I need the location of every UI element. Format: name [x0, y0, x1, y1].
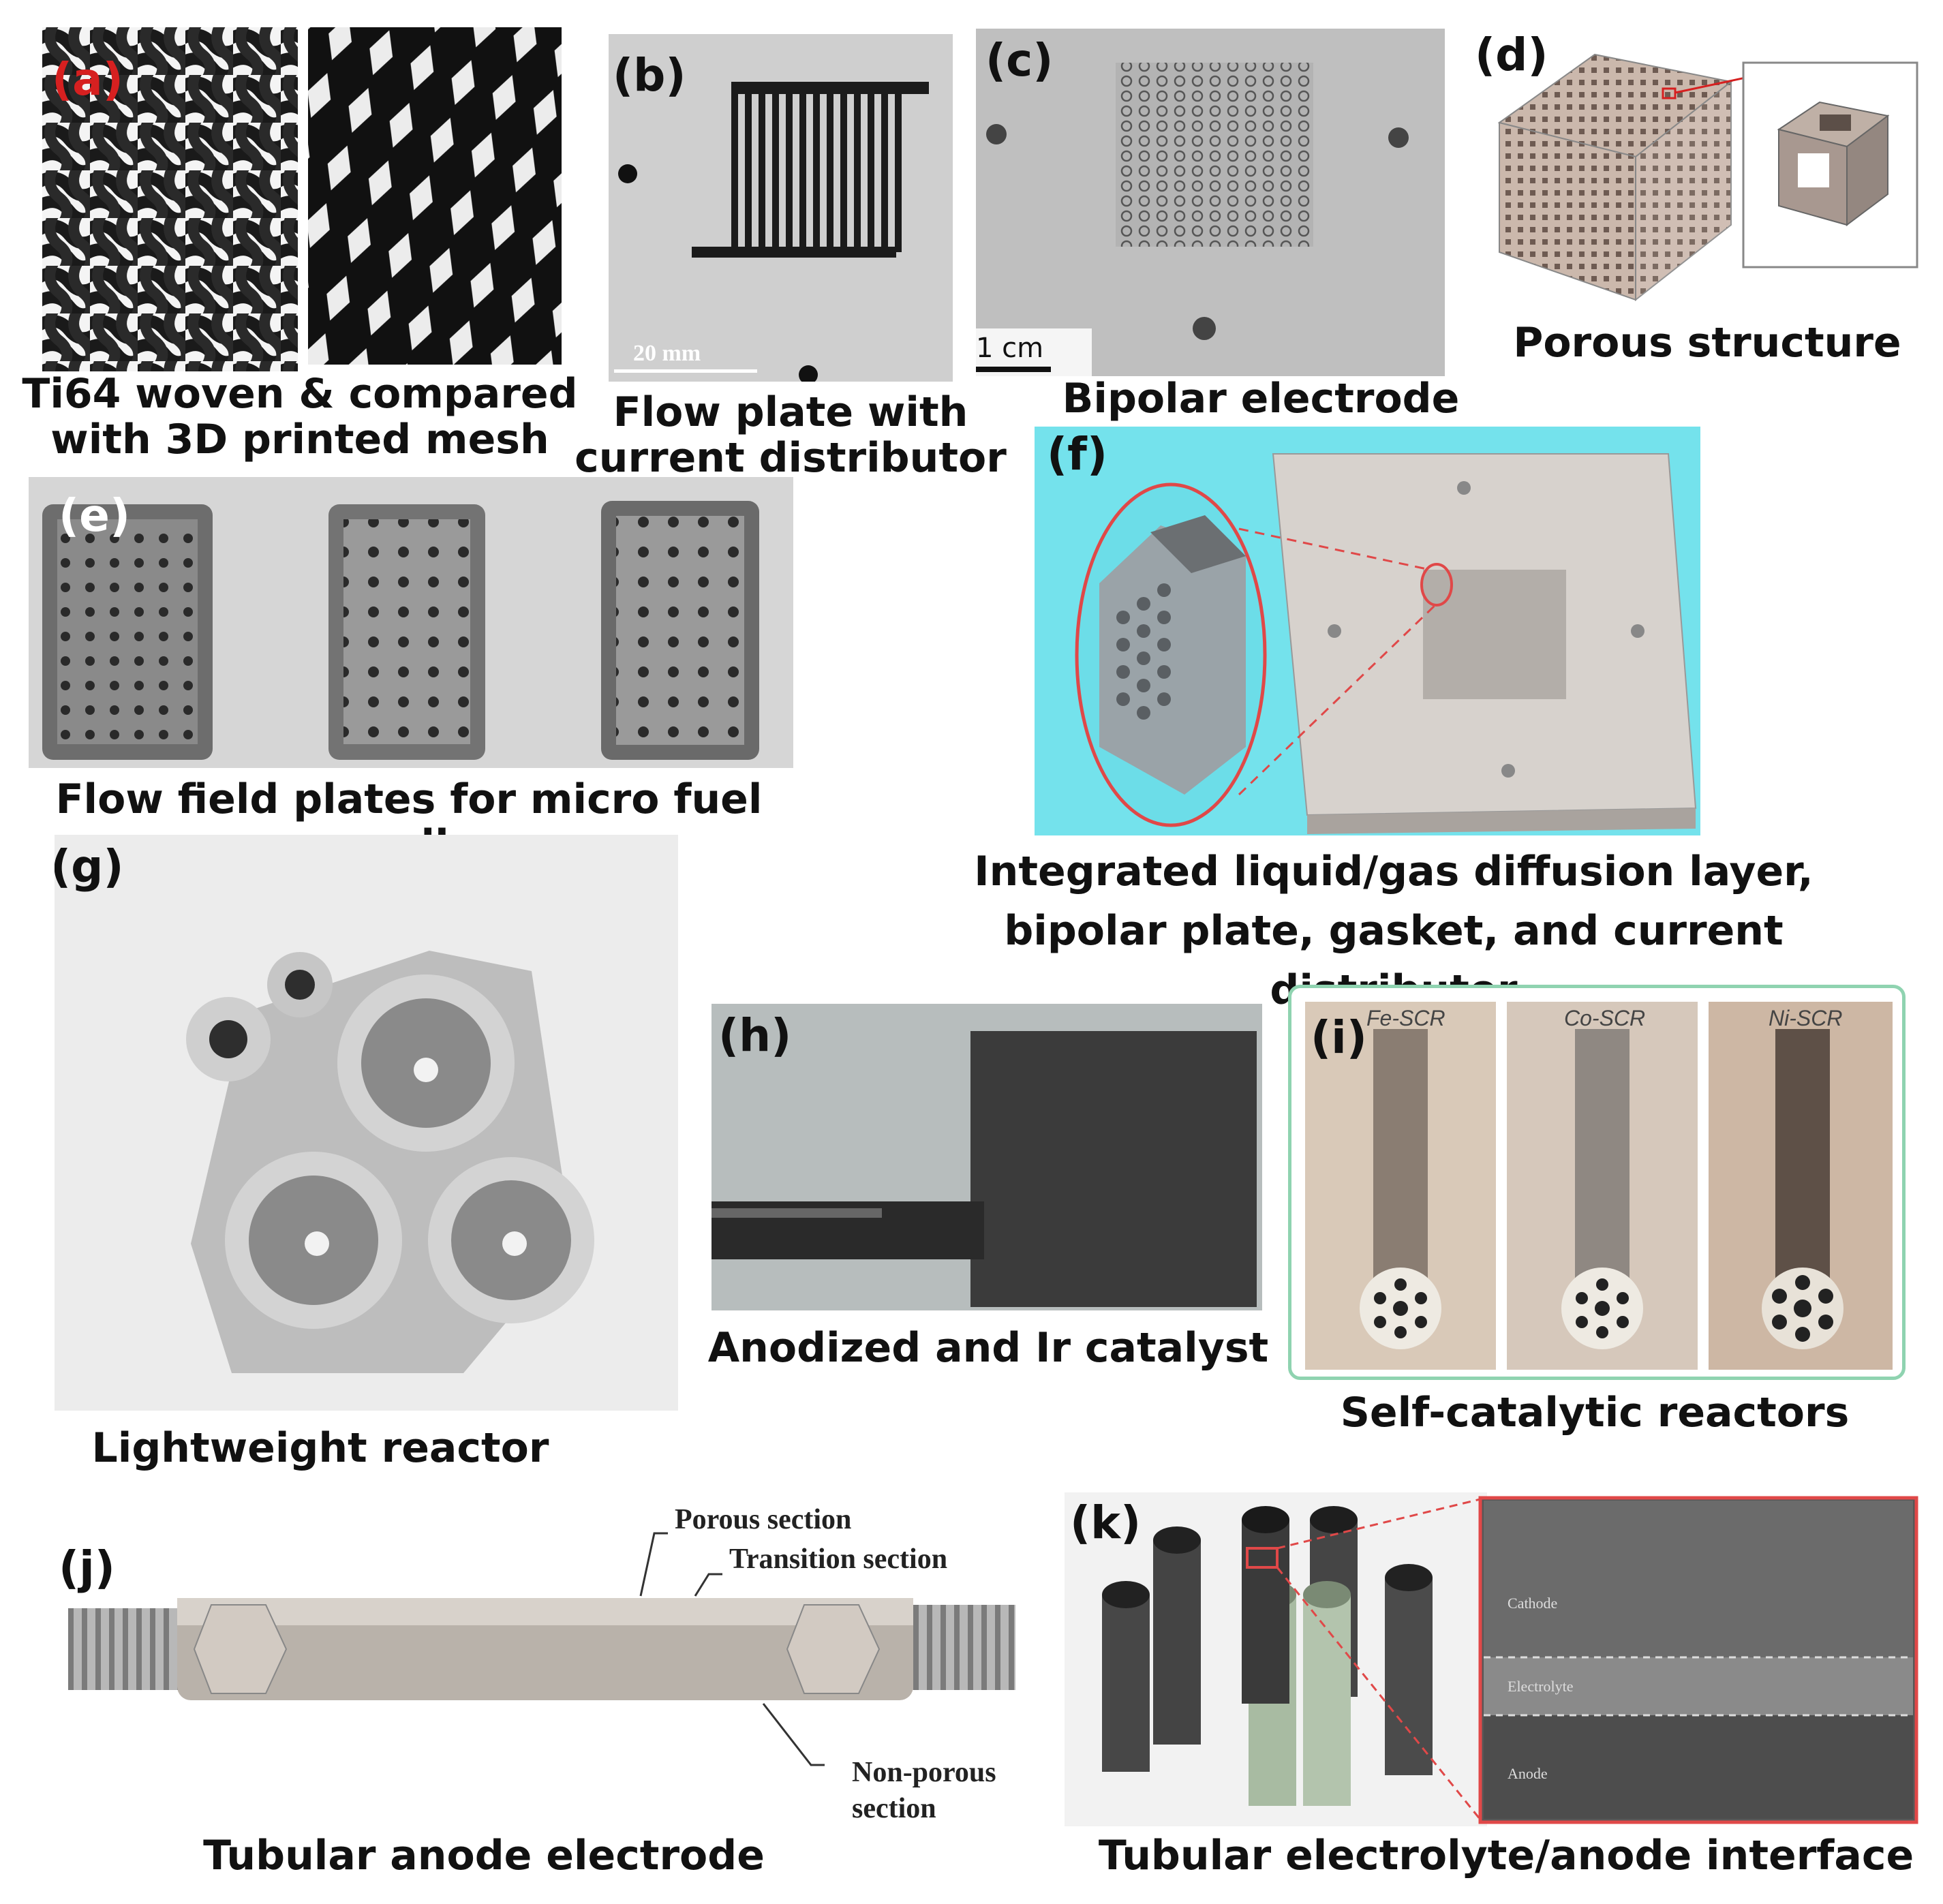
mesh-photo — [42, 27, 562, 371]
panel-k-label: (k) — [1070, 1496, 1142, 1549]
panel-d-caption: Porous structure — [1513, 319, 1901, 367]
panel-i-self-catalytic-reactors: (i) Fe-SCR Co-SCR Ni-SCR — [1288, 985, 1906, 1380]
sem-label-anode: Anode — [1508, 1765, 1548, 1782]
anodized-electrode-photo — [712, 1004, 1262, 1310]
reactor-label-co: Co-SCR — [1564, 1006, 1646, 1030]
panel-e-label: (e) — [59, 489, 131, 542]
tubular-cells-photo — [1065, 1492, 1918, 1826]
tubular-anode-photo — [68, 1532, 1015, 1766]
panel-d-label: (d) — [1475, 29, 1548, 81]
sem-label-electrolyte: Electrolyte — [1508, 1678, 1574, 1695]
panel-b-label: (b) — [613, 49, 686, 102]
panel-e-flow-field-plates: (e) — [29, 477, 793, 768]
panel-b-caption: Flow plate with current distributor — [575, 388, 1007, 482]
panel-e-caption: Flow field plates for micro fuel cell — [55, 776, 763, 868]
integrated-assembly-render — [1035, 427, 1700, 835]
panel-c-scale-text: 1 cm — [976, 333, 1044, 364]
panel-a-caption: Ti64 woven & compared with 3D printed me… — [22, 370, 578, 464]
panel-f-integrated-layers: (f) — [1035, 427, 1700, 835]
callout-porous-section: Porous section — [675, 1504, 852, 1535]
lightweight-reactor-photo — [55, 835, 678, 1411]
panel-j-tubular-anode: (j) Porous section Transition section No… — [41, 1492, 1036, 1833]
panel-i-caption: Self-catalytic reactors — [1340, 1389, 1850, 1437]
panel-g-caption: Lightweight reactor — [91, 1424, 549, 1472]
panel-a-label: (a) — [52, 53, 123, 106]
callout-nonporous-section: Non-porous section — [852, 1757, 996, 1824]
panel-f-label: (f) — [1047, 428, 1108, 480]
reactor-label-ni: Ni-SCR — [1769, 1006, 1843, 1030]
panel-c-label: (c) — [985, 34, 1054, 87]
panel-j-label: (j) — [59, 1541, 115, 1594]
panel-h-label: (h) — [718, 1009, 792, 1062]
panel-b-scale-text: 20 mm — [633, 341, 701, 366]
panel-b-flow-plate: (b) 20 mm — [609, 34, 953, 382]
panel-i-label: (i) — [1311, 1011, 1367, 1064]
panel-c-bipolar-electrode: (c) 1 cm — [976, 29, 1445, 376]
panel-g-lightweight-reactor: (g) — [55, 835, 678, 1411]
panel-a-woven-mesh: (a) — [42, 27, 562, 371]
panel-d-porous-structure: (d) — [1465, 27, 1929, 313]
panel-h-anodized-ir-catalyst: (h) — [712, 1004, 1262, 1310]
panel-k-caption: Tubular electrolyte/anode interface — [1098, 1832, 1914, 1879]
reactor-photos — [1305, 1002, 1893, 1370]
panel-k-electrolyte-anode-interface: (k) Cathode Electrolyte Anode — [1065, 1492, 1922, 1826]
sem-label-cathode: Cathode — [1508, 1595, 1558, 1612]
porous-cube-drawing — [1497, 53, 1918, 302]
reactor-label-fe: Fe-SCR — [1366, 1006, 1445, 1030]
panel-h-caption: Anodized and Ir catalyst — [707, 1324, 1269, 1372]
callout-transition-section: Transition section — [729, 1544, 948, 1575]
panel-c-caption: Bipolar electrode — [1062, 375, 1460, 423]
panel-g-label: (g) — [55, 840, 124, 893]
bipolar-electrode-photo — [976, 29, 1445, 376]
flow-plate-photo — [609, 34, 953, 382]
panel-j-caption: Tubular anode electrode — [203, 1832, 765, 1879]
flow-field-plates-photo — [29, 477, 793, 768]
